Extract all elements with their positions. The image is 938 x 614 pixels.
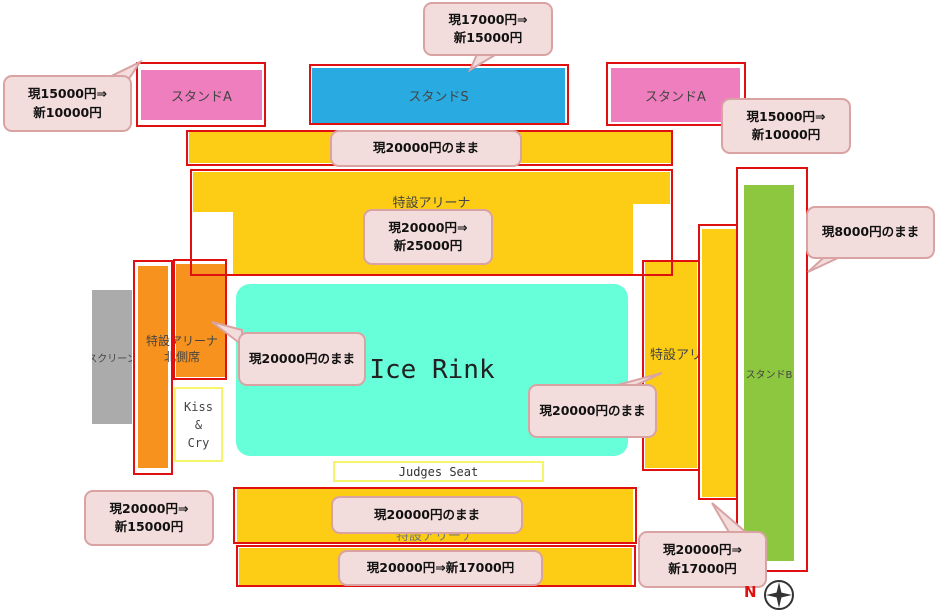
callout-stand-b: 現8000円のまま: [806, 206, 935, 259]
highlight-stand-a-left: [136, 62, 266, 127]
stand-s-label: スタンドS: [408, 90, 469, 105]
callout-arena-right: 現20000円のまま: [528, 384, 657, 438]
stand-a-left: スタンドA: [141, 70, 262, 120]
compass-icon: [764, 580, 794, 610]
ice-rink-label: Ice Rink: [369, 355, 495, 385]
judges-seat: Judges Seat: [333, 461, 544, 482]
arena-right-inner-column: [702, 229, 736, 497]
callout-bottom-lower: 現20000円⇒新17000円: [338, 550, 543, 586]
highlight-arena-top: [190, 169, 673, 276]
highlight-stand-a-right: [606, 62, 746, 126]
highlight-stand-s: [309, 64, 569, 125]
stand-a-left-label: スタンドA: [171, 89, 232, 105]
screen-label: スクリーン: [92, 353, 132, 365]
highlight-north-outer: [133, 260, 173, 475]
kiss-and-cry: Kiss & Cry: [174, 387, 223, 462]
highlight-bottom-lower: [236, 545, 636, 587]
stand-b-label: スタンドB: [745, 369, 793, 381]
arena-top-label: 特設アリーナ: [392, 196, 471, 211]
stand-a-right: スタンドA: [611, 68, 740, 122]
tail-right-inner: [711, 502, 751, 535]
highlight-bottom-upper: [233, 487, 637, 544]
screen: スクリーン: [92, 290, 132, 424]
callout-top-strip: 現20000円のまま: [330, 130, 522, 167]
arena-bottom-label: 特設アリーナ: [395, 532, 474, 542]
callout-north-inner: 現20000円のまま: [238, 332, 366, 386]
judges-seat-label: Judges Seat: [398, 464, 479, 479]
north-outer-column: [138, 266, 168, 468]
callout-arena-top: 現20000円⇒ 新25000円: [363, 209, 493, 265]
callout-stand-s: 現17000円⇒ 新15000円: [423, 2, 553, 56]
kiss-and-cry-label: Kiss & Cry: [184, 399, 213, 450]
callout-stand-a-left: 現15000円⇒ 新10000円: [3, 75, 132, 132]
callout-right-inner: 現20000円⇒ 新17000円: [638, 531, 767, 588]
callout-north-outer: 現20000円⇒ 新15000円: [84, 490, 214, 546]
stand-a-right-label: スタンドA: [645, 89, 706, 105]
compass: N: [742, 578, 798, 612]
compass-north-label: N: [744, 583, 757, 601]
north-inner-block: [176, 264, 226, 377]
callout-stand-a-right: 現15000円⇒ 新10000円: [721, 98, 851, 154]
stand-b: スタンドB: [744, 185, 794, 561]
callout-bottom-upper: 現20000円のまま: [331, 496, 523, 534]
stand-s: スタンドS: [312, 68, 565, 123]
highlight-stand-b: [736, 167, 808, 572]
highlight-north-inner: [173, 259, 227, 380]
